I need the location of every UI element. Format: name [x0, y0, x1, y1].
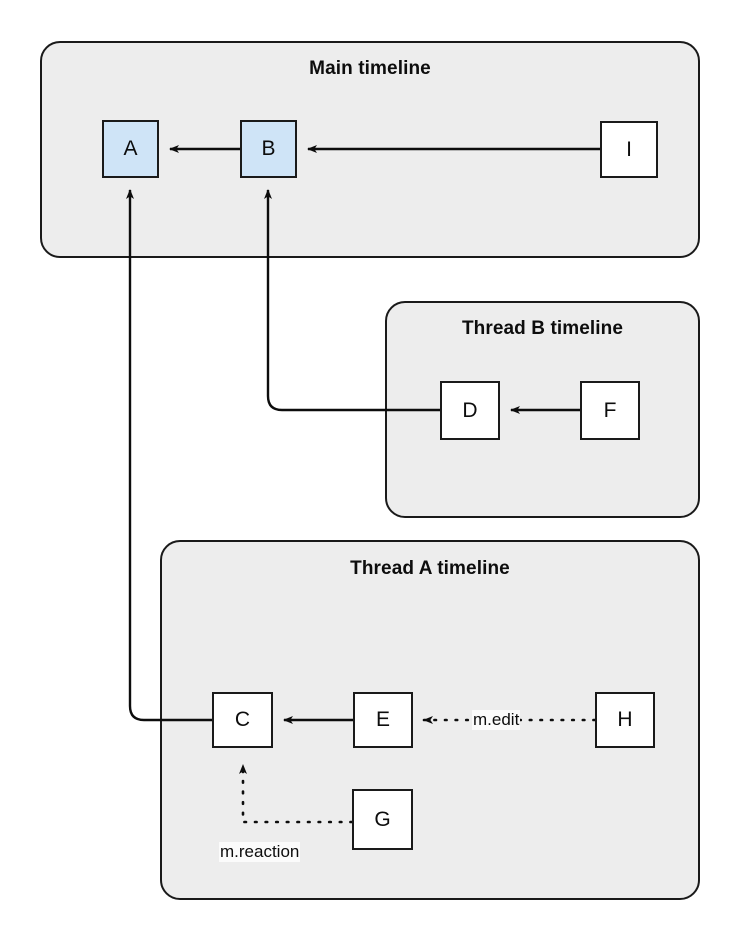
container-thread-a-timeline-title: Thread A timeline	[350, 558, 510, 579]
node-b[interactable]: B	[240, 120, 297, 178]
node-b-label: B	[261, 137, 276, 160]
edge-label-m-edit: m.edit	[472, 710, 521, 730]
node-h-label: H	[617, 708, 633, 731]
node-a[interactable]: A	[102, 120, 159, 178]
node-h[interactable]: H	[595, 692, 655, 748]
node-e[interactable]: E	[353, 692, 413, 748]
edge-label-m-reaction: m.reaction	[219, 842, 301, 862]
node-e-label: E	[375, 708, 390, 731]
node-i-label: I	[626, 137, 632, 161]
container-main-timeline-title: Main timeline	[309, 58, 431, 79]
container-thread-b-timeline-title: Thread B timeline	[461, 318, 624, 339]
node-f-label: F	[603, 398, 617, 422]
node-g[interactable]: G	[352, 789, 413, 850]
node-c[interactable]: C	[212, 692, 273, 748]
node-f[interactable]: F	[580, 381, 640, 440]
node-d[interactable]: D	[440, 381, 500, 440]
node-i[interactable]: I	[600, 121, 658, 178]
node-a-label: A	[123, 137, 138, 160]
node-g-label: G	[374, 807, 391, 831]
node-c-label: C	[234, 708, 251, 731]
node-d-label: D	[462, 398, 478, 422]
